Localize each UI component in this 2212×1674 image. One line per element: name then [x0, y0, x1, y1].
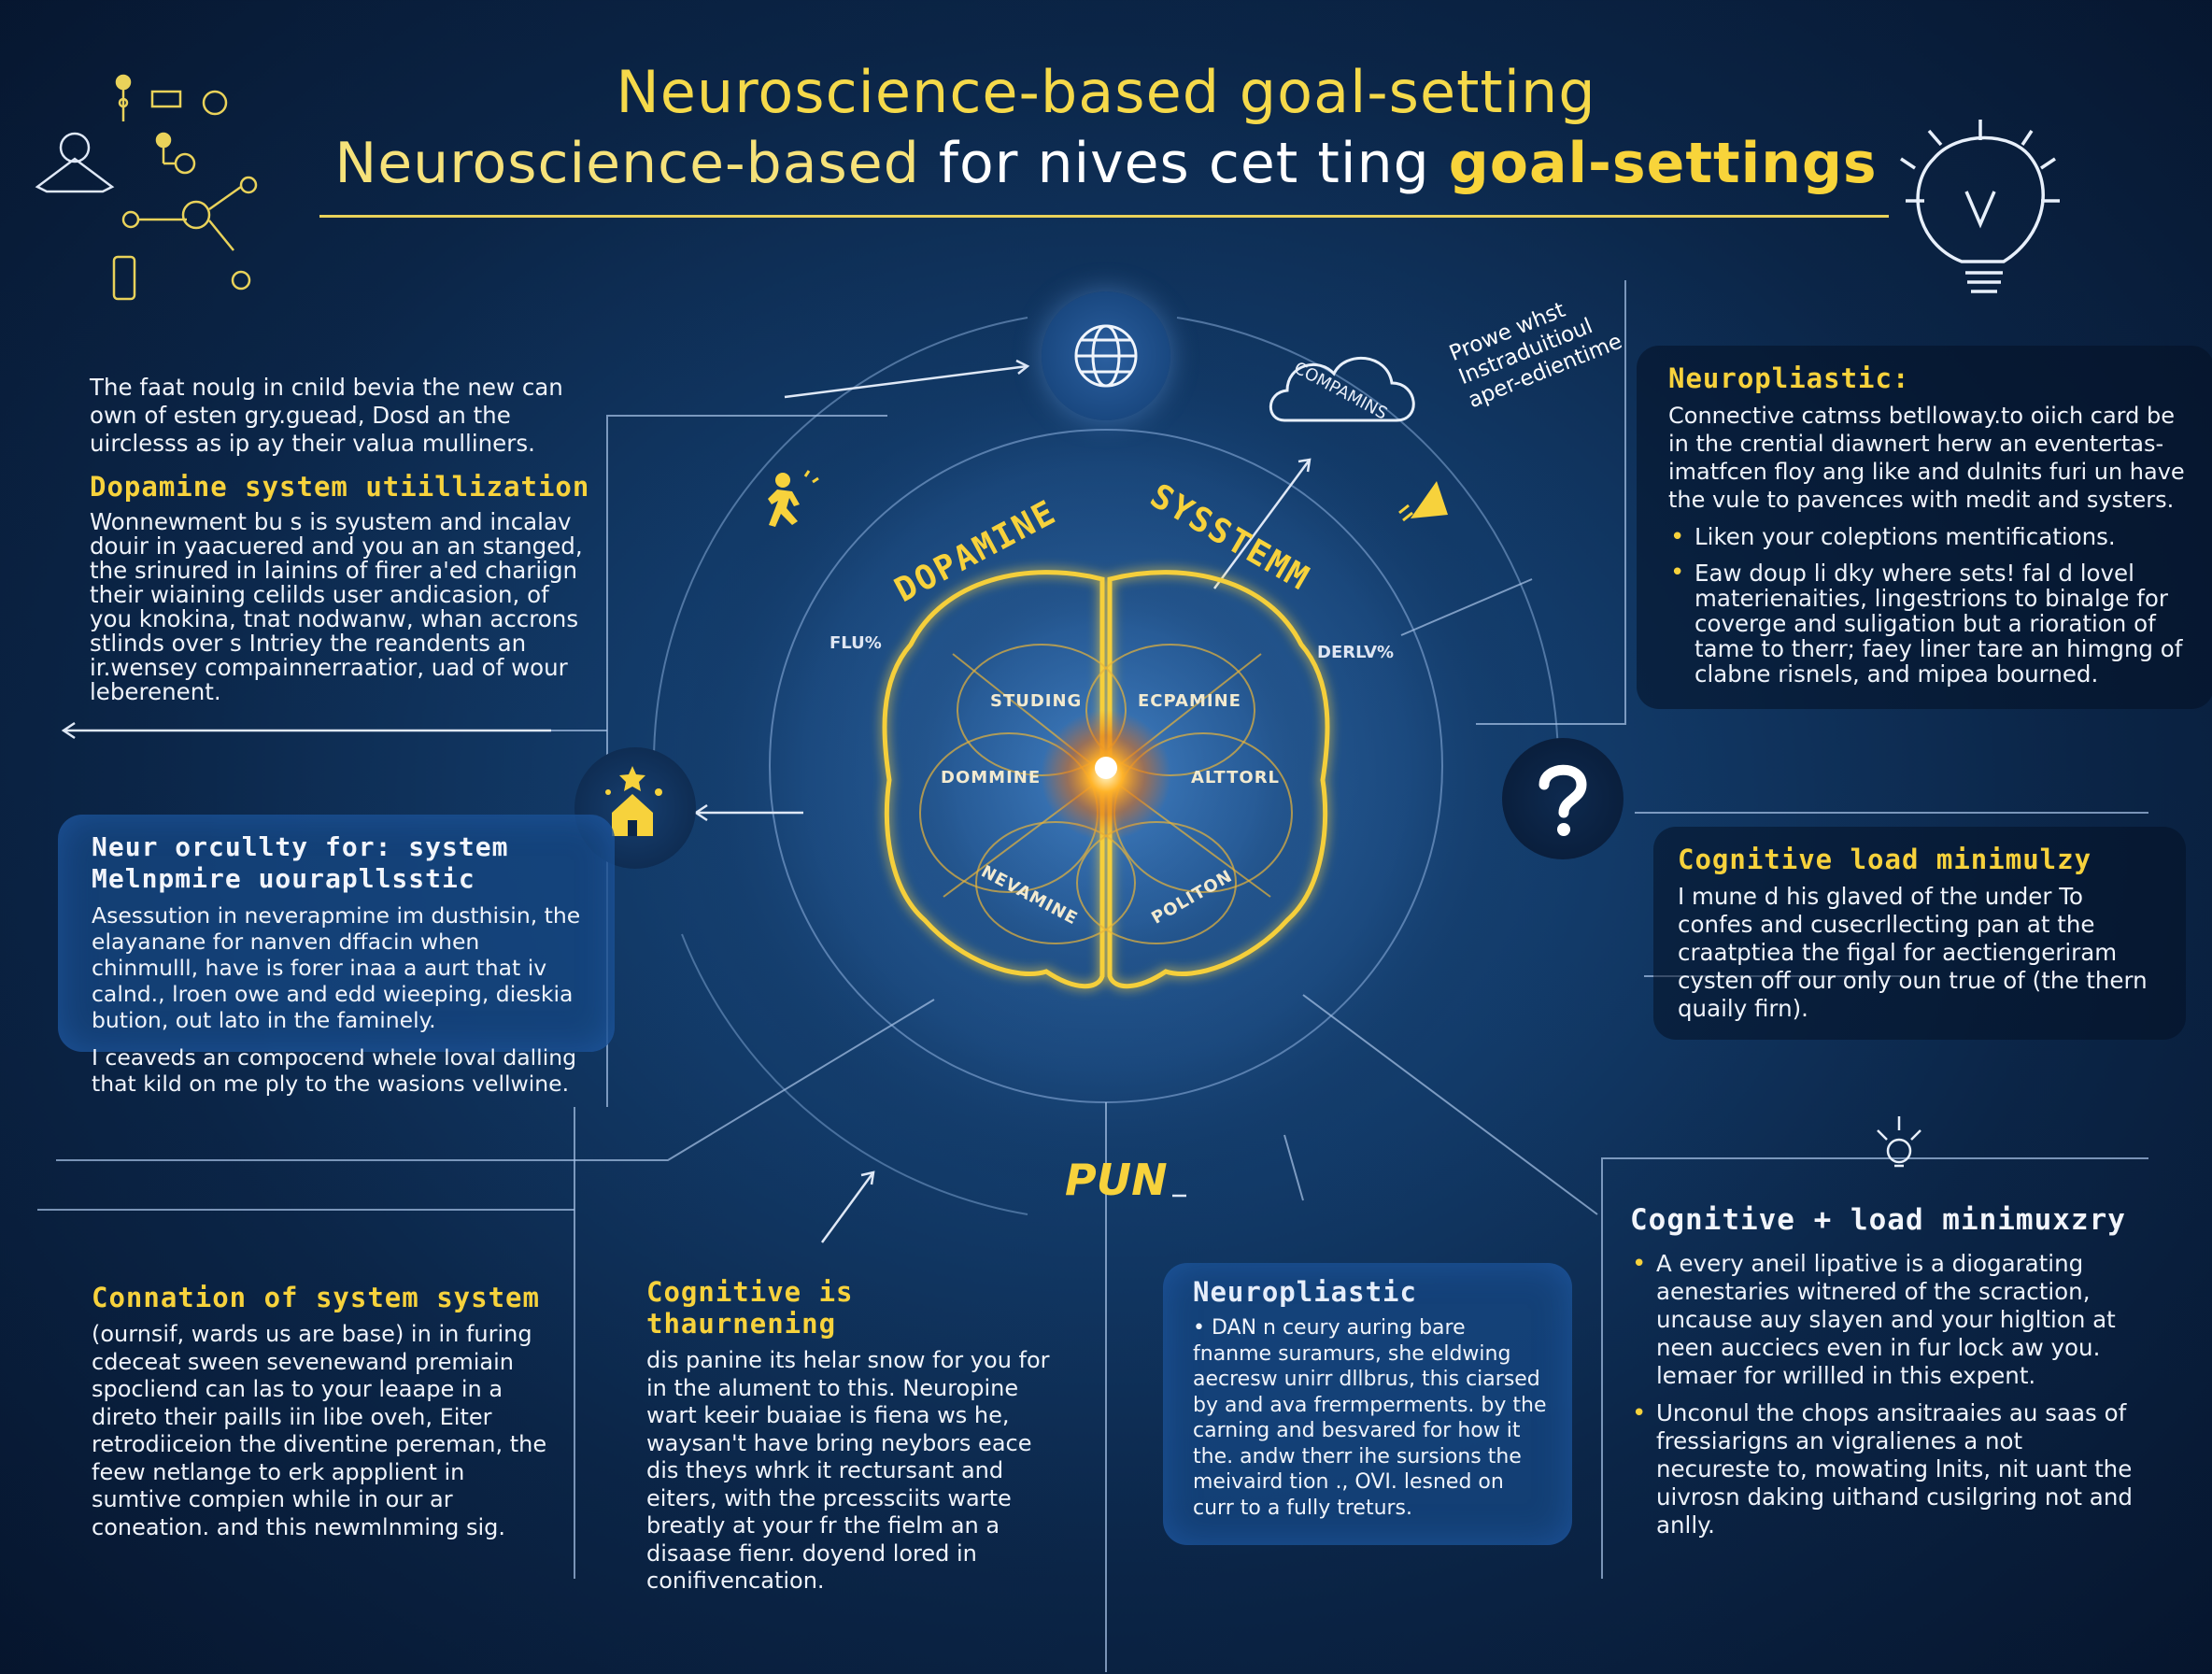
left-percent-label: FLU%	[830, 633, 882, 653]
cloud-icon	[1261, 336, 1425, 439]
right-top-heading: Neuropliastic:	[1668, 362, 1910, 394]
subtitle-part-1: Neuroscience-based	[334, 131, 920, 196]
bottom-4-bullets: A every aneil lipative is a diogarating …	[1630, 1250, 2134, 1539]
subtitle-part-2: for nives cet ting	[919, 131, 1449, 196]
user-card-icon	[35, 132, 115, 193]
bottom-panel-4: Cognitive + load minimuxzry A every anei…	[1630, 1203, 2134, 1549]
bottom-2-body: dis panine its helar snow for you for in…	[646, 1347, 1050, 1594]
bottom-4-heading: Cognitive + load minimuxzry	[1630, 1203, 2126, 1237]
lightbulb-icon	[1900, 120, 2060, 293]
right-top-bullet-2: Eaw doup li dky where sets! fal d lovel …	[1668, 560, 2191, 687]
left-top-panel: The faat noulg in cnild bevia the new ca…	[90, 374, 594, 704]
small-bulb-icon	[1877, 1116, 1921, 1168]
circuit-icon	[112, 74, 258, 301]
bottom-4-bullet-1: A every aneil lipative is a diogarating …	[1630, 1250, 2134, 1390]
brain-label-3: DOMMINE	[941, 768, 1042, 787]
bottom-1-body: (ournsif, wards us are base) in in furin…	[92, 1321, 547, 1540]
left-card-panel: Neur orcullty for: system Melnpmire uour…	[58, 815, 615, 1052]
right-percent-label: DERLV%	[1317, 643, 1395, 662]
bottom-4-bullet-2: Unconul the chops ansitraaies au saas of…	[1630, 1399, 2134, 1539]
bottom-2-heading: Cognitive is thaurnening	[646, 1276, 854, 1340]
bottom-panel-3: Neuropliastic • DAN n ceury auring bare …	[1163, 1263, 1572, 1545]
flag-icon	[1392, 472, 1457, 528]
right-mid-heading: Cognitive load minimulzy	[1678, 844, 2092, 875]
left-card-heading: Neur orcullty for: system Melnpmire uour…	[92, 831, 509, 894]
bottom-panel-2: Cognitive is thaurnening dis panine its …	[646, 1276, 1057, 1596]
brain-label-1: STUDING	[990, 691, 1083, 711]
globe-icon	[1042, 291, 1170, 420]
bottom-3-heading: Neuropliastic	[1193, 1276, 1417, 1308]
left-card-extra: I ceaveds an compocend whele loval dalli…	[92, 1044, 577, 1097]
subtitle-part-3: goal-settings	[1448, 131, 1878, 196]
right-top-panel: Neuropliastic: Connective catmss betllow…	[1637, 346, 2212, 709]
title-divider	[319, 215, 1889, 218]
right-top-bullet-1: Liken your coleptions mentifications.	[1668, 523, 2191, 551]
bottom-1-heading: Connation of system system	[92, 1282, 540, 1313]
left-top-heading: Dopamine system utiillization	[90, 471, 590, 503]
bottom-panel-1: Connation of system system (ournsif, war…	[92, 1282, 559, 1541]
left-top-intro: The faat noulg in cnild bevia the new ca…	[90, 374, 563, 457]
bottom-label: PUN	[1065, 1155, 1168, 1205]
brain-label-4: ALTTORL	[1191, 768, 1281, 787]
page-subtitle: Neuroscience-based for nives cet ting go…	[0, 131, 2212, 196]
left-card-body: Asessution in neverapmine im dusthisin, …	[92, 902, 581, 1033]
left-top-body: Wonnewment bu s is syustem and incalav d…	[90, 508, 583, 705]
right-mid-body: I mune d his glaved of the under To conf…	[1678, 883, 2148, 1022]
right-top-bullets: Liken your coleptions mentifications. Ea…	[1668, 523, 2191, 687]
question-icon	[1502, 738, 1624, 859]
right-mid-panel: Cognitive load minimulzy I mune d his gl…	[1653, 827, 2186, 1040]
bottom-3-body: • DAN n ceury auring bare fnanme suramur…	[1193, 1316, 1547, 1520]
brain-label-2: ECPAMINE	[1138, 691, 1241, 711]
runner-icon	[747, 467, 831, 542]
page-title: Neuroscience-based goal-setting	[616, 58, 1596, 126]
right-top-body: Connective catmss betlloway.to oiich car…	[1668, 403, 2185, 513]
